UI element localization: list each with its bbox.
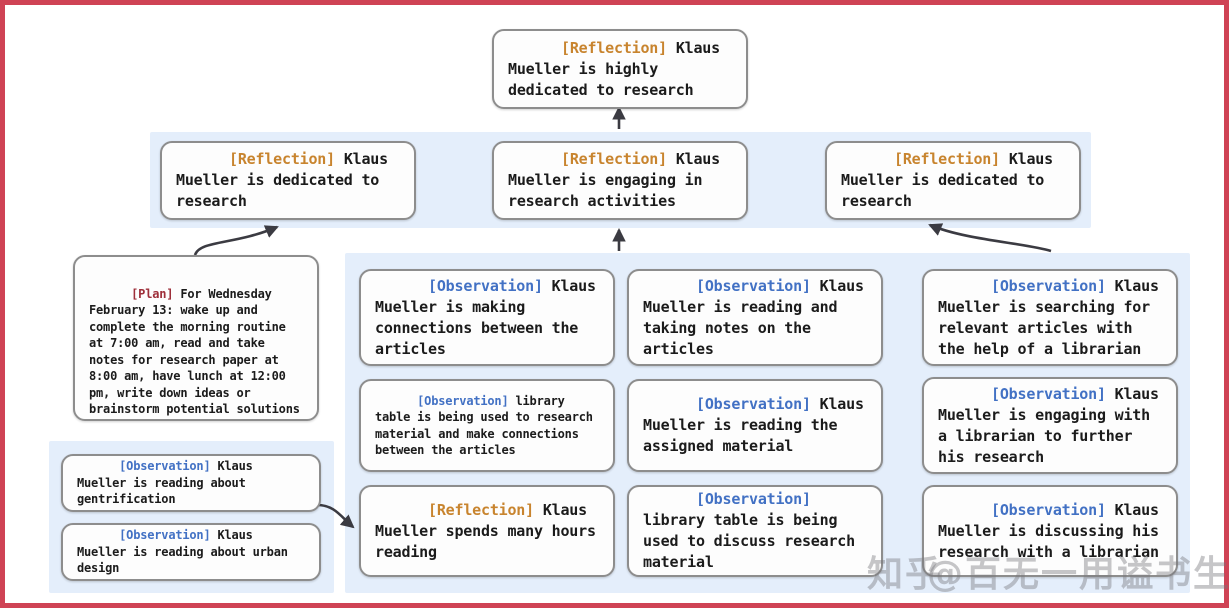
node-obs-col3-3[interactable]: [Observation] library table is being use… — [627, 485, 883, 577]
node-body: library table is being used to discuss r… — [643, 490, 864, 571]
node-body: Klaus Mueller is reading about gentrific… — [77, 459, 260, 507]
tag-reflection: [Reflection] — [561, 38, 667, 57]
node-text: [Observation] Klaus Mueller is engaging … — [938, 379, 1162, 472]
node-text: [Observation] Klaus Mueller is searching… — [938, 271, 1162, 364]
node-ref-col2-3[interactable]: [Reflection] Klaus Mueller spends many h… — [359, 485, 615, 577]
node-body: For Wednesday February 13: wake up and c… — [89, 286, 300, 420]
tag-observation: [Observation] — [991, 384, 1106, 403]
node-obs-col3-2[interactable]: [Observation] Klaus Mueller is reading t… — [627, 379, 883, 472]
tag-observation: [Observation] — [696, 276, 811, 295]
node-text: [Observation] Klaus Mueller is reading a… — [77, 456, 305, 510]
watermark-site: 知乎 — [867, 554, 944, 595]
tag-observation: [Observation] — [428, 276, 543, 295]
node-text: [Observation] library table is being use… — [643, 487, 867, 575]
node-body: Klaus Mueller is making connections betw… — [375, 276, 605, 358]
node-body: Klaus Mueller is reading about urban des… — [77, 528, 295, 576]
node-body: Klaus Mueller is dedicated to research — [176, 150, 397, 210]
node-obs-col4-3[interactable]: [Observation] Klaus Mueller is discussin… — [922, 485, 1178, 577]
node-text: [Reflection] Klaus Mueller spends many h… — [375, 487, 599, 575]
node-obs-col4-1[interactable]: [Observation] Klaus Mueller is searching… — [922, 269, 1178, 366]
tag-reflection: [Reflection] — [428, 500, 534, 519]
node-body: library table is being used to research … — [375, 393, 600, 458]
node-plan[interactable]: [Plan] For Wednesday February 13: wake u… — [73, 255, 319, 421]
tag-plan: [Plan] — [131, 286, 174, 301]
tag-observation: [Observation] — [991, 276, 1106, 295]
node-mid-reflection-center[interactable]: [Reflection] Klaus Mueller is engaging i… — [492, 141, 748, 220]
watermark-handle: @百无一用谥书生 — [927, 554, 1229, 595]
node-body: Klaus Mueller is reading the assigned ma… — [643, 395, 873, 455]
node-obs-left-2[interactable]: [Observation] Klaus Mueller is reading a… — [61, 523, 321, 581]
tag-reflection: [Reflection] — [894, 150, 1000, 168]
tag-observation: [Observation] — [696, 490, 811, 508]
node-body: Klaus Mueller is reading and taking note… — [643, 276, 873, 358]
node-text: [Observation] Klaus Mueller is reading a… — [77, 525, 305, 579]
tag-observation: [Observation] — [991, 500, 1106, 519]
tag-reflection: [Reflection] — [229, 150, 335, 168]
tag-observation: [Observation] — [119, 528, 211, 543]
node-body: Klaus Mueller is discussing his research… — [938, 500, 1168, 561]
node-body: Klaus Mueller is highly dedicated to res… — [508, 38, 729, 99]
node-text: [Observation] Klaus Mueller is discussin… — [938, 487, 1162, 575]
node-top-reflection[interactable]: [Reflection] Klaus Mueller is highly ded… — [492, 29, 748, 109]
node-body: Klaus Mueller is engaging with a librari… — [938, 384, 1168, 466]
node-text: [Observation] Klaus Mueller is reading a… — [643, 271, 867, 364]
node-body: Klaus Mueller is dedicated to research — [841, 150, 1062, 210]
edge-obscol4-to-reflection-right — [928, 223, 1052, 253]
node-obs-col2-1[interactable]: [Observation] Klaus Mueller is making co… — [359, 269, 615, 366]
tag-observation: [Observation] — [119, 459, 211, 474]
node-obs-left-1[interactable]: [Observation] Klaus Mueller is reading a… — [61, 454, 321, 512]
node-body: Klaus Mueller spends many hours reading — [375, 500, 605, 561]
node-text: [Plan] For Wednesday February 13: wake u… — [89, 269, 303, 420]
node-mid-reflection-right[interactable]: [Reflection] Klaus Mueller is dedicated … — [825, 141, 1081, 220]
node-text: [Reflection] Klaus Mueller is engaging i… — [508, 143, 732, 218]
node-body: Klaus Mueller is searching for relevant … — [938, 276, 1168, 358]
edge-plan-to-reflection-left — [193, 225, 279, 256]
node-mid-reflection-left[interactable]: [Reflection] Klaus Mueller is dedicated … — [160, 141, 416, 220]
node-obs-col3-1[interactable]: [Observation] Klaus Mueller is reading a… — [627, 269, 883, 366]
node-text: [Observation] Klaus Mueller is making co… — [375, 271, 599, 364]
node-text: [Observation] library table is being use… — [375, 381, 600, 470]
node-obs-col4-2[interactable]: [Observation] Klaus Mueller is engaging … — [922, 377, 1178, 474]
node-text: [Reflection] Klaus Mueller is dedicated … — [841, 143, 1065, 218]
tag-observation: [Observation] — [417, 393, 509, 408]
tag-observation: [Observation] — [696, 395, 811, 413]
node-text: [Observation] Klaus Mueller is reading t… — [643, 381, 867, 470]
node-body: Klaus Mueller is engaging in research ac… — [508, 150, 729, 210]
node-text: [Reflection] Klaus Mueller is dedicated … — [176, 143, 400, 218]
node-text: [Reflection] Klaus Mueller is highly ded… — [508, 31, 732, 107]
tag-reflection: [Reflection] — [561, 150, 667, 168]
node-obs-col2-2[interactable]: [Observation] library table is being use… — [359, 379, 615, 472]
